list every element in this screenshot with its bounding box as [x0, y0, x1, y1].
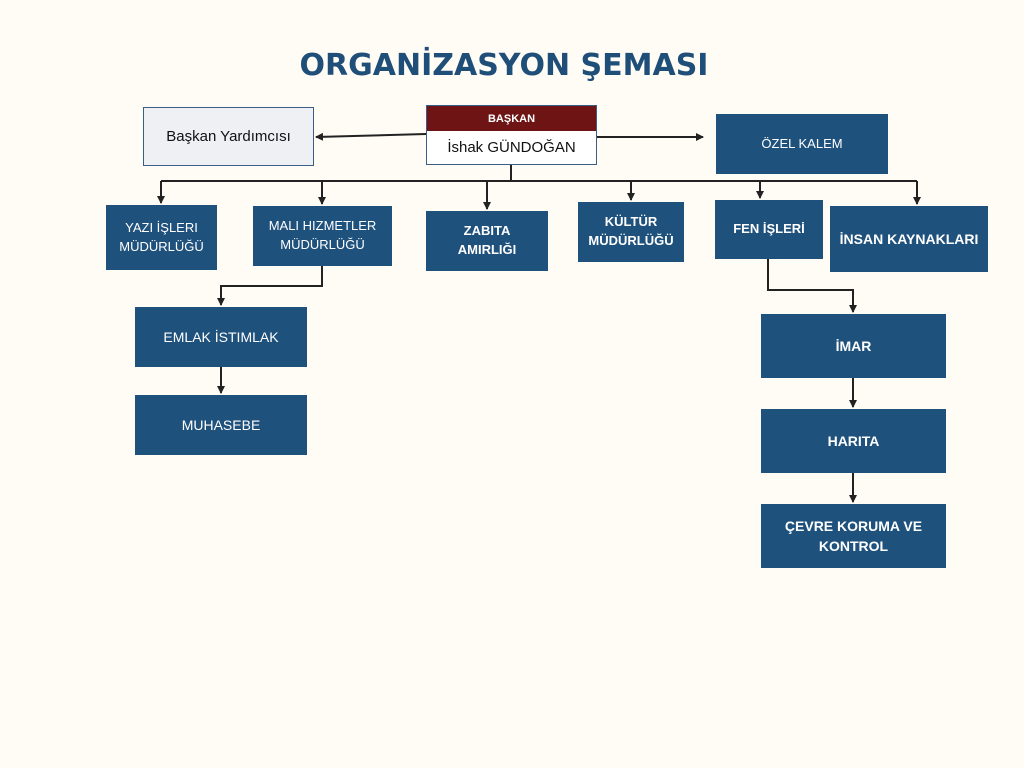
president-name: İshak GÜNDOĞAN [447, 139, 576, 156]
unit-imar: İMAR [761, 314, 946, 378]
vice-president-box: Başkan Yardımcısı [143, 107, 314, 166]
dept-fen-isleri: FEN İŞLERİ [715, 200, 823, 259]
dept-mali-hizmetler: MALI HIZMETLER MÜDÜRLÜĞÜ [253, 206, 392, 266]
unit-harita: HARITA [761, 409, 946, 473]
private-office-box: ÖZEL KALEM [716, 114, 888, 174]
page-title: ORGANİZASYON ŞEMASI [299, 48, 709, 83]
unit-muhasebe: MUHASEBE [135, 395, 307, 455]
dept-zabita: ZABITA AMIRLIĞI [426, 211, 548, 271]
dept-kultur: KÜLTÜR MÜDÜRLÜĞÜ [578, 202, 684, 262]
unit-emlak-istimlak: EMLAK İSTIMLAK [135, 307, 307, 367]
unit-cevre-koruma: ÇEVRE KORUMA VE KONTROL [761, 504, 946, 568]
dept-insan-kaynaklari: İNSAN KAYNAKLARI [830, 206, 988, 272]
dept-yazi-isleri: YAZI İŞLERI MÜDÜRLÜĞÜ [106, 205, 217, 270]
president-box: BAŞKAN İshak GÜNDOĞAN [426, 105, 597, 165]
president-role: BAŞKAN [427, 106, 596, 131]
